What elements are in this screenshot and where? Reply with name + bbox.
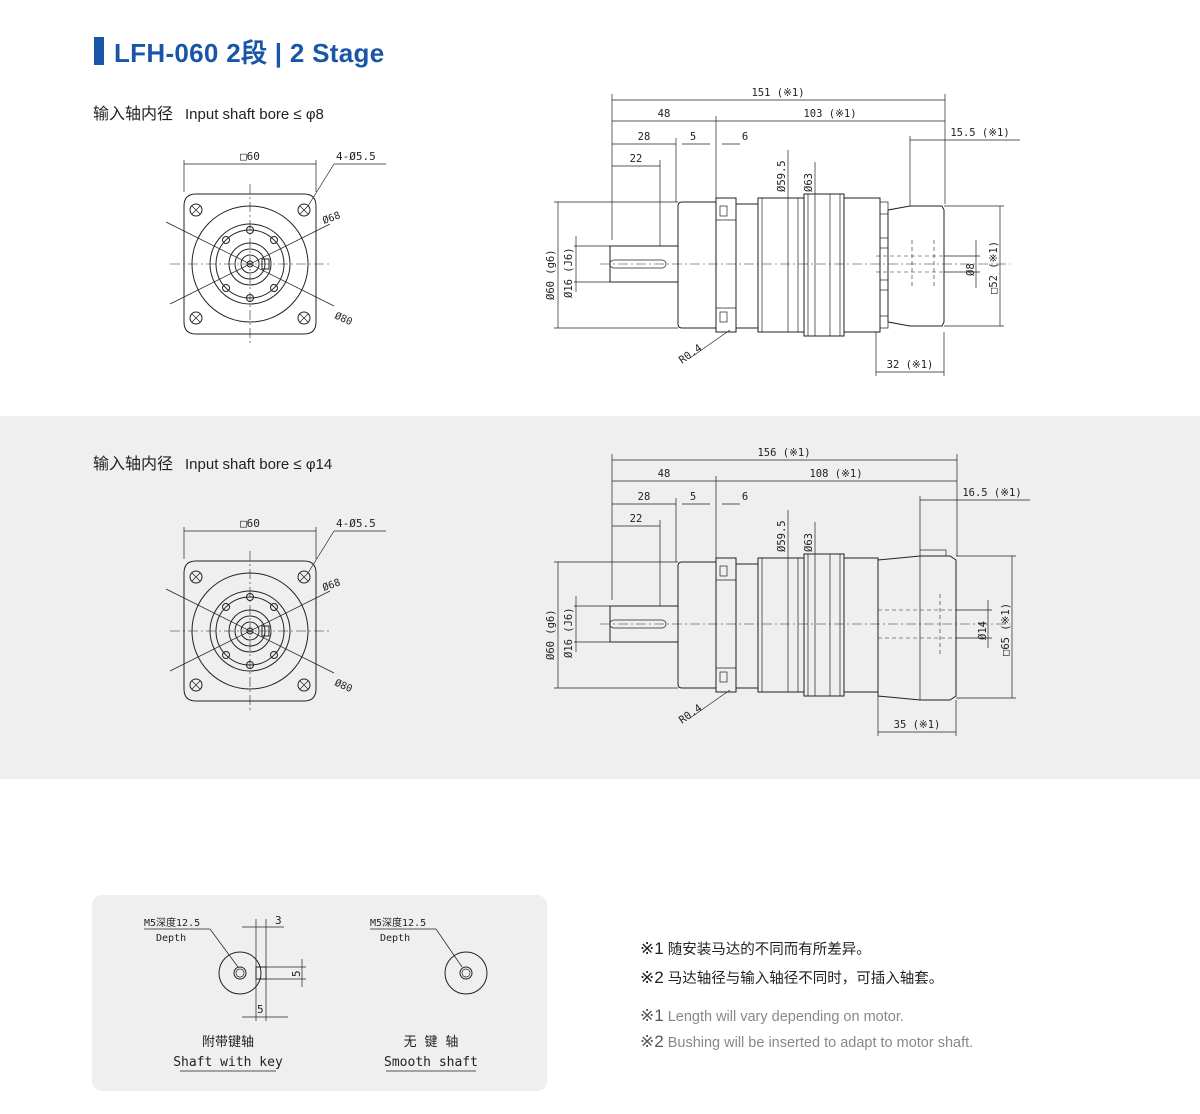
dim-dia60: Ø60 (g6) — [545, 249, 557, 300]
dim-pcd-inner: Ø68 — [321, 209, 342, 226]
dim-bore: Ø8 — [965, 263, 977, 276]
keyed-label-en: Shaft with key — [173, 1055, 283, 1070]
depth-label: Depth — [156, 933, 186, 944]
dim-left-len: 48 — [658, 108, 671, 120]
dim-total: 151 (※1) — [751, 87, 804, 99]
dim-motor-flange: 16.5 (※1) — [962, 487, 1021, 499]
side-view-top: 151 (※1) 48 103 (※1) 28 5 6 22 15.5 (※1)… — [545, 87, 1020, 376]
dim-28: 28 — [638, 131, 651, 143]
dim-bottom: 32 (※1) — [887, 359, 934, 371]
dim-holes: 4-Ø5.5 — [336, 150, 376, 163]
keyed-shaft-diagram: M5深度12.5 Depth 3 5 5 附带键轴 Shaft with key — [144, 914, 306, 1072]
dim-r04: R0.4 — [677, 702, 705, 726]
dim-5: 5 — [690, 491, 696, 503]
dim-sq: □65 (※1) — [1000, 603, 1012, 656]
mounting-holes — [189, 203, 311, 325]
bore-label-bottom: 输入轴内径 Input shaft bore ≤ φ14 — [93, 450, 332, 474]
dim-dia60: Ø60 (g6) — [545, 609, 557, 660]
smooth-label-cn: 无 键 轴 — [404, 1035, 459, 1050]
smooth-shaft-diagram: M5深度12.5 Depth 无 键 轴 Smooth shaft — [370, 916, 488, 1072]
title-text: LFH-060 2段 | 2 Stage — [114, 37, 385, 68]
front-view-top: □60 4-Ø5.5 Ø68 Ø80 — [165, 150, 386, 344]
dim-bottom: 35 (※1) — [894, 719, 941, 731]
dim-left-len: 48 — [658, 468, 671, 480]
dim-dia595: Ø59.5 — [776, 520, 788, 552]
dim-3: 3 — [275, 914, 282, 927]
page-title: LFH-060 2段 | 2 Stage — [94, 36, 384, 68]
dim-28: 28 — [638, 491, 651, 503]
dim-22: 22 — [630, 513, 643, 525]
dim-5-horizontal: 5 — [257, 1003, 264, 1016]
keyed-label-cn: 附带键轴 — [202, 1035, 254, 1050]
front-view-bottom: □60 4-Ø5.5 Ø68 Ø80 — [165, 517, 386, 711]
bore-label-en: Input shaft bore ≤ φ14 — [185, 456, 333, 473]
bore-label-en: Input shaft bore ≤ φ8 — [185, 106, 324, 123]
dim-holes: 4-Ø5.5 — [336, 517, 376, 530]
dim-22: 22 — [630, 153, 643, 165]
dim-motor-flange: 15.5 (※1) — [950, 127, 1009, 139]
dim-5: 5 — [690, 131, 696, 143]
dim-dia16: Ø16 (J6) — [563, 607, 575, 658]
dim-r04: R0.4 — [677, 342, 705, 366]
tap-label: M5深度12.5 — [144, 916, 200, 929]
title-accent-bar — [94, 37, 104, 65]
dim-sq: □52 (※1) — [988, 241, 1000, 294]
dim-total: 156 (※1) — [757, 447, 810, 459]
dim-square: □60 — [240, 150, 260, 163]
depth-label: Depth — [380, 933, 410, 944]
dim-pcd-inner: Ø68 — [321, 576, 342, 593]
mounting-holes — [189, 570, 311, 692]
dim-dia16: Ø16 (J6) — [563, 247, 575, 298]
side-view-bottom: 156 (※1) 48 108 (※1) 28 5 6 22 16.5 (※1)… — [545, 447, 1030, 736]
tap-label: M5深度12.5 — [370, 916, 426, 929]
dim-pcd-outer: Ø80 — [333, 310, 354, 328]
dim-bore: Ø14 — [977, 621, 989, 640]
dim-pcd-outer: Ø80 — [333, 677, 354, 695]
dim-right-len: 103 (※1) — [803, 108, 856, 120]
dim-dia63: Ø63 — [803, 173, 815, 192]
dim-6: 6 — [742, 131, 748, 143]
bore-label-cn: 输入轴内径 — [93, 456, 174, 473]
bore-label-top: 输入轴内径 Input shaft bore ≤ φ8 — [93, 100, 324, 124]
gray-band — [0, 416, 1200, 779]
bore-label-cn: 输入轴内径 — [93, 106, 174, 123]
dim-right-len: 108 (※1) — [809, 468, 862, 480]
dim-6: 6 — [742, 491, 748, 503]
dim-dia63: Ø63 — [803, 533, 815, 552]
smooth-label-en: Smooth shaft — [384, 1055, 478, 1070]
dim-square: □60 — [240, 517, 260, 530]
dim-dia595: Ø59.5 — [776, 160, 788, 192]
dim-5-vertical: 5 — [290, 970, 303, 977]
